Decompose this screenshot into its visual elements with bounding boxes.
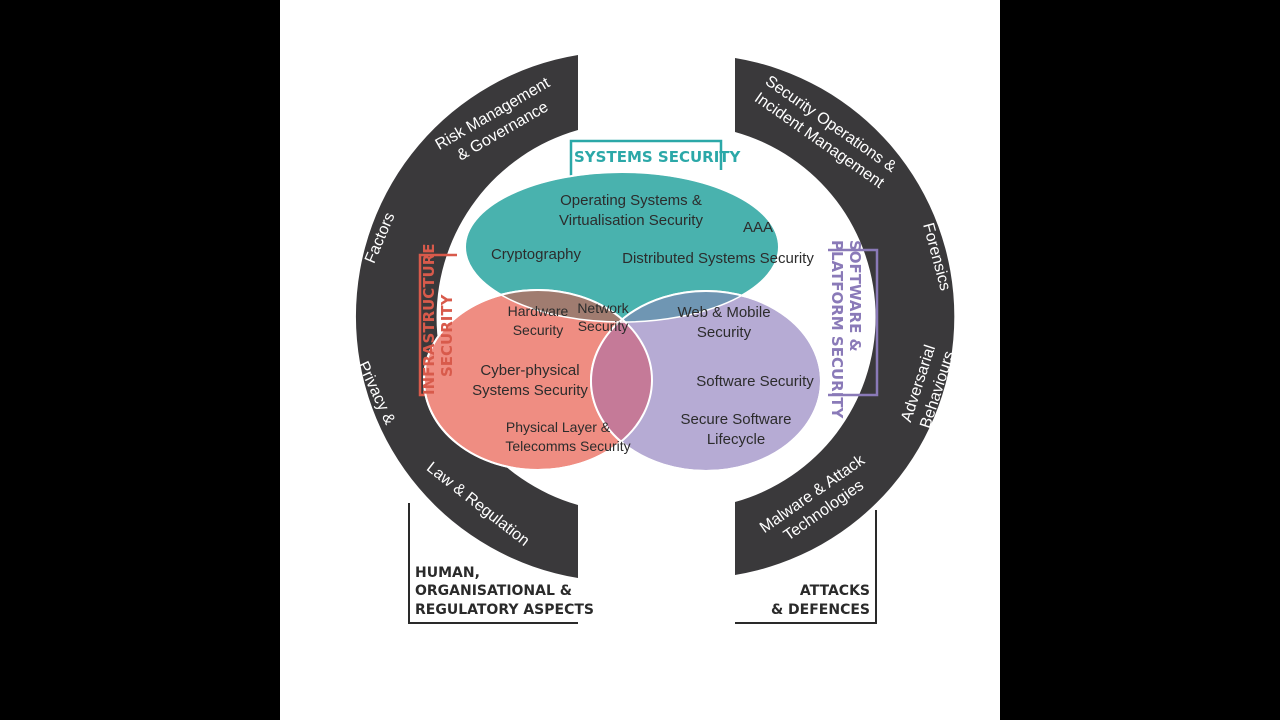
left-caption-line1: HUMAN, — [415, 565, 480, 581]
physical-layer-line1: Physical Layer & — [506, 419, 611, 435]
cyber-physical-line1: Cyber-physical — [480, 362, 579, 379]
left-caption-bracket — [408, 503, 578, 624]
software-title-line2: PLATFORM SECURITY — [828, 240, 846, 420]
cybok-diagram: SYSTEMS SECURITY INFRASTRUCTURE SECURITY… — [330, 55, 958, 624]
software-outline — [590, 290, 822, 472]
cyber-physical-line2: Systems Security — [472, 382, 588, 399]
os-virtualisation-line2: Virtualisation Security — [559, 212, 703, 229]
cryptography-label: Cryptography — [491, 246, 582, 263]
web-mobile-line2: Security — [697, 324, 752, 341]
right-caption-bracket — [735, 510, 877, 624]
physical-layer-line2: Telecomms Security — [505, 438, 630, 454]
systems-security-title: SYSTEMS SECURITY — [574, 148, 742, 166]
distributed-systems-label: Distributed Systems Security — [622, 250, 814, 267]
infra-outline — [423, 289, 653, 471]
left-caption-line2: ORGANISATIONAL & — [415, 583, 572, 599]
left-ring — [355, 55, 578, 578]
software-title-bracket — [828, 248, 879, 397]
network-security-line2: Security — [578, 318, 629, 334]
secure-software-line1: Secure Software — [681, 411, 792, 428]
right-ring — [735, 58, 955, 575]
diagram-canvas: SYSTEMS SECURITY INFRASTRUCTURE SECURITY… — [280, 0, 1000, 720]
hardware-security-line1: Hardware — [508, 303, 569, 319]
secure-software-line2: Lifecycle — [707, 431, 765, 448]
software-title-line1: SOFTWARE & — [846, 240, 864, 352]
systems-outline — [464, 171, 780, 323]
aaa-label: AAA — [743, 219, 773, 236]
right-caption-line1: ATTACKS — [800, 583, 870, 599]
os-virtualisation-line1: Operating Systems & — [560, 192, 702, 209]
software-security-label: Software Security — [696, 373, 814, 390]
infrastructure-title-line1: INFRASTRUCTURE — [420, 243, 438, 395]
right-caption-line2: & DEFENCES — [771, 602, 870, 618]
systems-title-bracket — [569, 139, 723, 180]
web-mobile-line1: Web & Mobile — [677, 304, 770, 321]
left-caption-line3: REGULATORY ASPECTS — [415, 602, 594, 618]
hardware-security-line2: Security — [513, 322, 564, 338]
infrastructure-title-line2: SECURITY — [438, 293, 456, 377]
network-security-line1: Network — [577, 300, 629, 316]
